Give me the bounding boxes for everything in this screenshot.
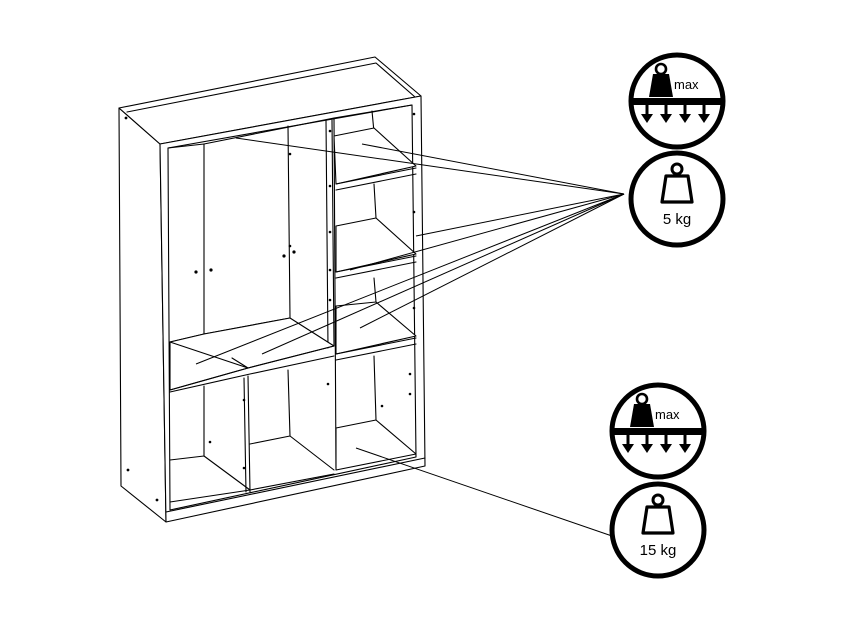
lower-leader-line (355, 447, 613, 537)
weight-on-shelf-icon (633, 62, 721, 123)
shelf-1 (333, 127, 417, 185)
lower-max-load-badge: max (609, 382, 707, 480)
left-side-panel (118, 107, 167, 523)
weight-icon (641, 493, 675, 535)
right-shelf-column (333, 104, 417, 471)
shelf-3 (335, 301, 417, 355)
weight-on-shelf-icon (614, 392, 702, 453)
upper-leader-lines (195, 137, 625, 365)
weight-icon (660, 162, 694, 204)
weight-label-15kg: 15 kg (640, 542, 677, 559)
fitting-holes (124, 112, 416, 502)
shelf-2 (335, 217, 417, 273)
max-label: max (655, 407, 680, 422)
wardrobe-cabinet (118, 56, 426, 523)
upper-max-load-badge: max (628, 52, 726, 150)
upper-weight-badge: 5 kg (628, 150, 726, 248)
lower-weight-badge: 15 kg (609, 481, 707, 579)
cabinet-front (159, 95, 426, 523)
lower-compartments (169, 369, 335, 503)
middle-shelf-left (169, 317, 335, 393)
shelf-bottom (335, 419, 417, 471)
max-label: max (674, 77, 699, 92)
weight-label-5kg: 5 kg (663, 211, 691, 228)
